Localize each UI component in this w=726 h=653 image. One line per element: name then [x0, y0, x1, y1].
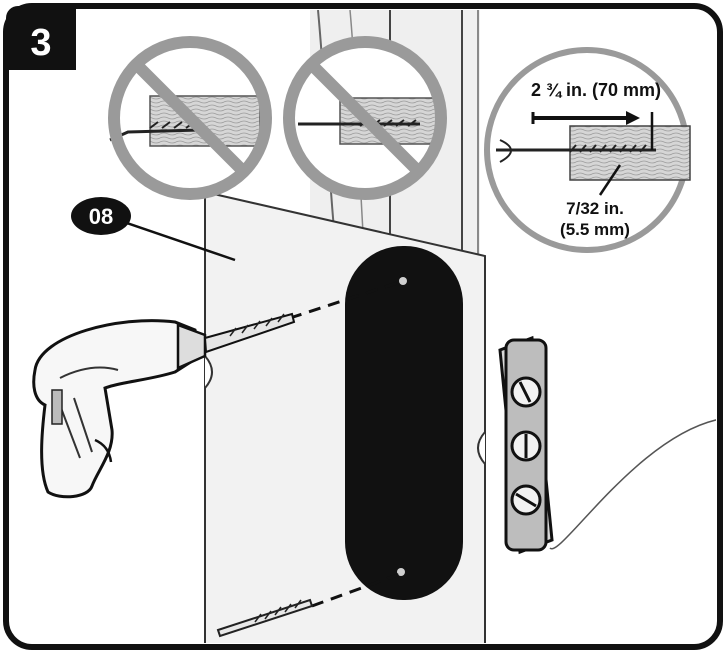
step-number: 3 [30, 22, 51, 64]
drill-guide-line-bottom [311, 572, 401, 608]
drill-bit-icon [216, 598, 314, 638]
level-icon [498, 335, 716, 555]
prohibition-sign-icon [283, 36, 447, 200]
hole-mark-top [399, 277, 407, 285]
drill-icon [32, 312, 296, 499]
part-callout: 08 [71, 197, 236, 262]
paper-template [204, 190, 486, 643]
mount-outline-shape [345, 246, 463, 600]
bit-size-label-line1: 7/32 in. [566, 199, 624, 218]
bit-size-label-line2: (5.5 mm) [560, 220, 630, 239]
part-number-label: 08 [89, 204, 113, 229]
magnifier-circle-icon [484, 47, 691, 253]
hole-mark-bottom [397, 568, 405, 576]
drill-depth-label: 2 ¾ in. (70 mm) [531, 80, 661, 100]
prohibition-sign-icon [108, 36, 272, 200]
step-badge: 3 [6, 6, 76, 70]
